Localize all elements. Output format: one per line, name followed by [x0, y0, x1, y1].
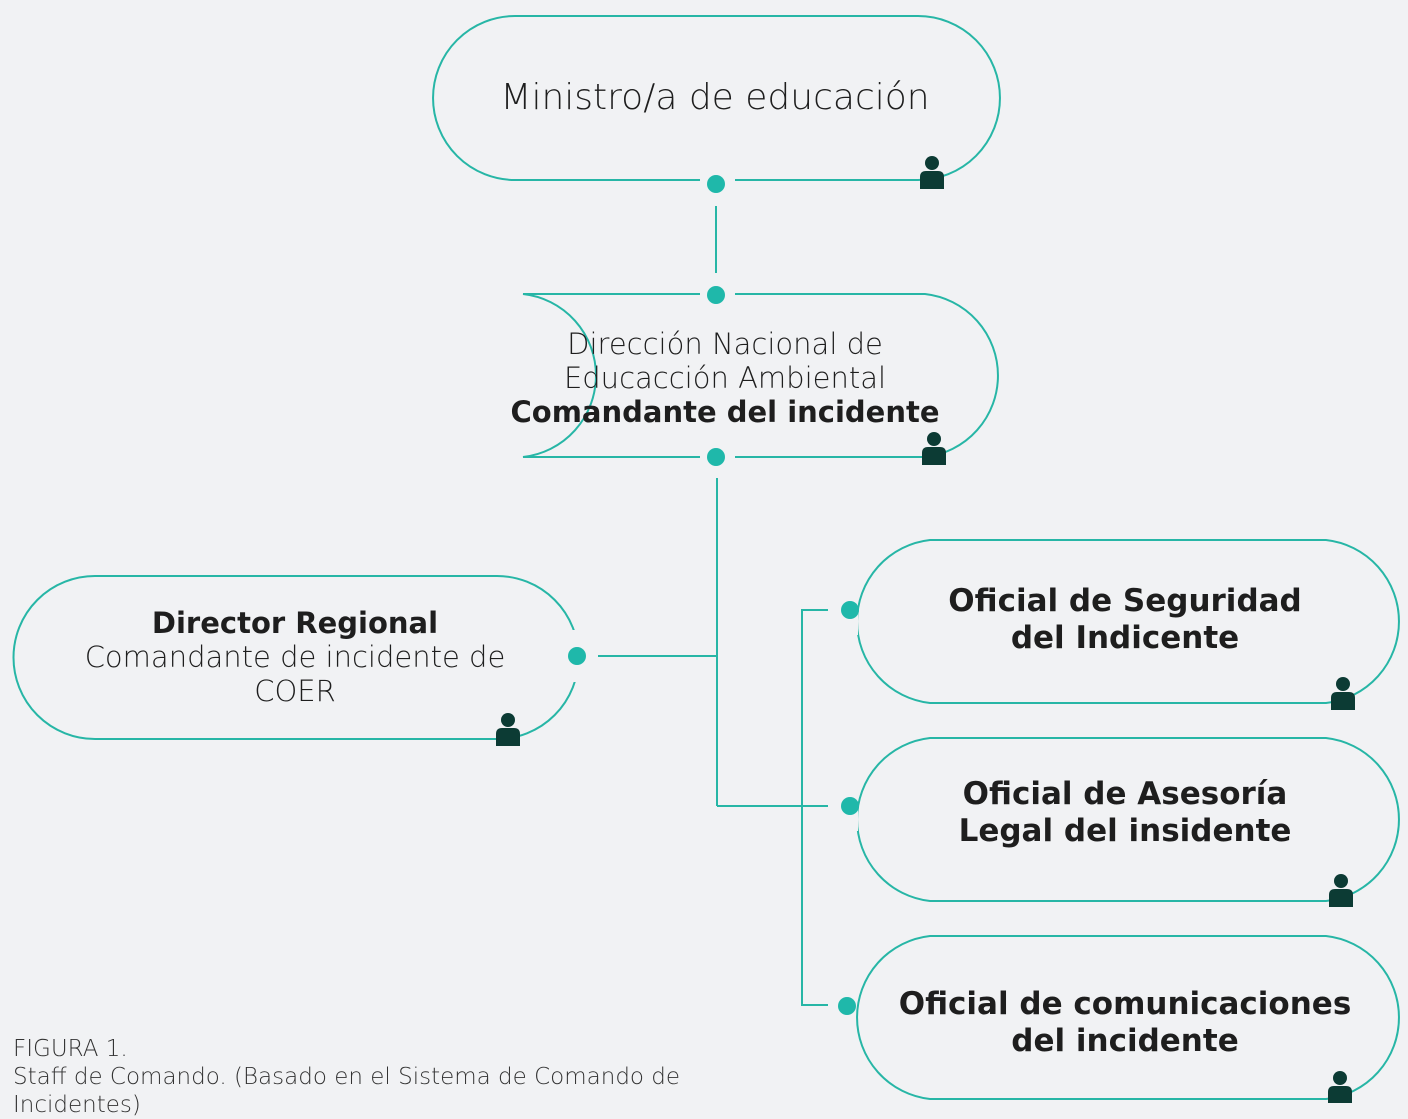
node-asesoria-outline [856, 737, 1400, 902]
node-seguridad: Oficial de Seguridad del Indicente [855, 580, 1395, 660]
node-asesoria-line1: Oficial de Asesoría [962, 776, 1288, 813]
connector-dot [841, 797, 859, 815]
node-seguridad-line2: del Indicente [1010, 620, 1240, 656]
node-comunicaciones: Oficial de comunicaciones del incidente [855, 983, 1395, 1063]
person-icon [1328, 1071, 1352, 1103]
node-asesoria-line2: Legal del insidente [958, 813, 1292, 849]
node-seguridad-line1: Oficial de Seguridad [948, 583, 1302, 620]
connector-dot [707, 448, 725, 466]
connector-bracket-seguridad-comunicaciones [801, 609, 828, 1006]
connector-dot [707, 175, 725, 193]
node-director-title: Director Regional [151, 605, 439, 640]
node-direccion-line1: Dirección Nacional de [567, 326, 883, 361]
node-ministro: Ministro/a de educación [440, 62, 990, 134]
figure-caption-line2: Incidentes) [13, 1092, 141, 1119]
node-comunicaciones-outline [856, 935, 1400, 1100]
node-comunicaciones-line1: Oficial de comunicaciones [898, 986, 1352, 1023]
node-direccion-line2: Educacción Ambiental [563, 360, 887, 395]
node-seguridad-outline [856, 539, 1400, 704]
node-director-line2: COER [254, 674, 336, 709]
node-direccion-outline [522, 293, 999, 458]
node-director: Director Regional Comandante de incident… [20, 602, 570, 712]
node-direccion-role: Comandante del incidente [510, 395, 940, 430]
node-comunicaciones-line2: del incidente [1011, 1023, 1239, 1059]
person-icon [922, 432, 946, 465]
node-asesoria: Oficial de Asesoría Legal del insidente [855, 773, 1395, 853]
connector-dot [838, 997, 856, 1015]
connector-dot [707, 286, 725, 304]
node-direccion: Dirección Nacional de Educacción Ambient… [450, 323, 1000, 433]
figure-caption-line1: Staff de Comando. (Basado en el Sistema … [13, 1064, 681, 1091]
node-director-line1: Comandante de incidente de [84, 639, 506, 674]
connector-dot [841, 601, 859, 619]
person-icon [920, 156, 944, 189]
person-icon [1329, 874, 1353, 907]
node-ministro-label: Ministro/a de educación [500, 76, 930, 118]
figure-label: FIGURA 1. [13, 1036, 128, 1062]
node-ministro-outline [432, 15, 1001, 181]
connector-dot [568, 647, 586, 665]
figure-caption: FIGURA 1. Staff de Comando. (Basado en e… [13, 1035, 773, 1119]
person-icon [496, 713, 520, 746]
person-icon [1331, 677, 1355, 710]
